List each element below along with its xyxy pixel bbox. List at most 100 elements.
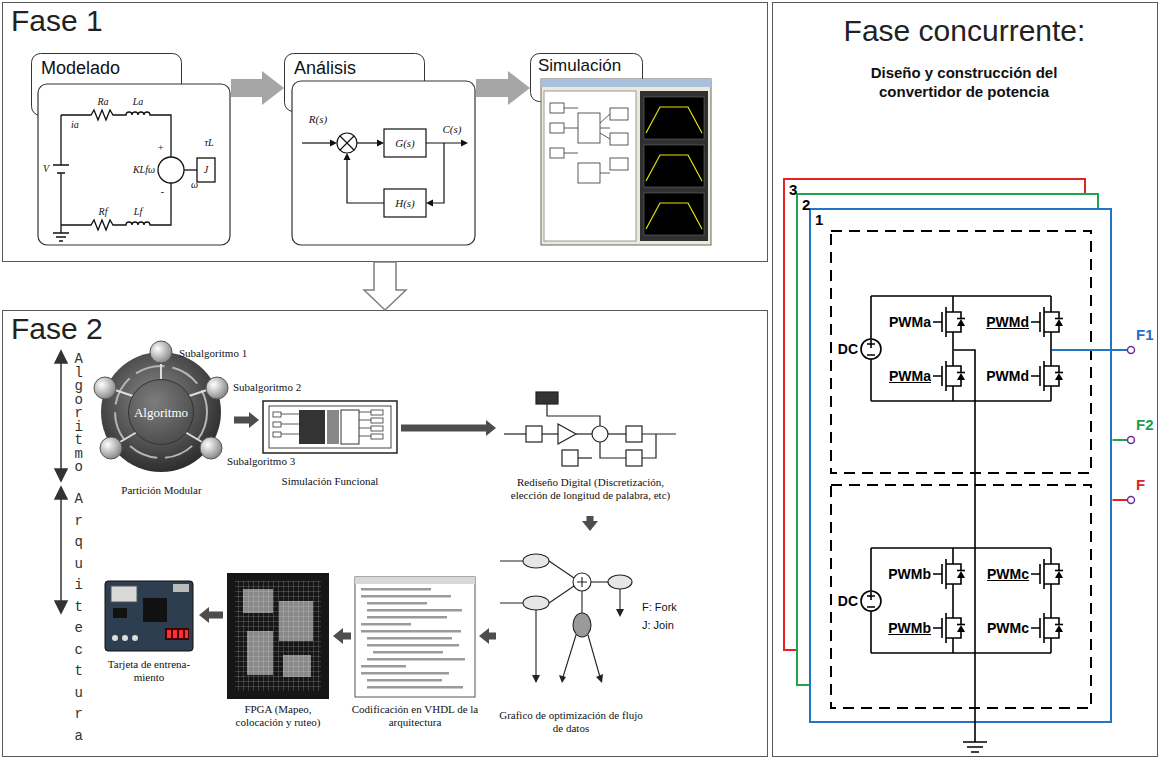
text-holder: Lf bbox=[134, 206, 142, 218]
vhdl-code-image bbox=[361, 623, 411, 626]
simulation-screenshot bbox=[610, 158, 628, 170]
text-holder: Rediseño Digital (Discretización, elecci… bbox=[503, 476, 678, 502]
gate-signal: PWMa bbox=[889, 314, 931, 330]
text-holder: PWMd bbox=[986, 314, 1029, 330]
output-wires bbox=[1128, 347, 1135, 354]
simulation-card: Simulación bbox=[530, 53, 712, 246]
text-holder: R(s) bbox=[309, 113, 327, 126]
simulation-screenshot bbox=[541, 79, 711, 245]
subalgorithm-label: Subalgoritmo 2 bbox=[233, 381, 301, 394]
fpga-layout-image bbox=[279, 601, 313, 641]
functional-simulation-image bbox=[327, 410, 339, 444]
dataflow-graph bbox=[532, 609, 624, 683]
gate-signal: PWMb bbox=[888, 620, 931, 636]
training-board-image bbox=[112, 635, 138, 641]
functional-simulation-image bbox=[273, 422, 281, 427]
block-diagram bbox=[357, 142, 378, 143]
node-title: 2 bbox=[802, 196, 810, 214]
training-board-image bbox=[143, 598, 167, 622]
text-holder: 2 bbox=[802, 196, 810, 214]
flow-arrow bbox=[364, 262, 406, 310]
simulation-screenshot bbox=[541, 79, 711, 87]
node-title: Codificación en VHDL de la arquitectura bbox=[351, 703, 479, 729]
dataflow-graph bbox=[591, 581, 608, 582]
text-holder: C(s) bbox=[443, 123, 462, 136]
motor-circuit bbox=[184, 169, 197, 170]
flow-arrow bbox=[401, 420, 496, 436]
dataflow-graph bbox=[549, 561, 574, 603]
text-holder: PWMb bbox=[888, 620, 931, 636]
text-holder: Fase concurrente: bbox=[773, 13, 1156, 48]
step-figure: Simulación Funcional bbox=[259, 399, 401, 495]
text-holder: Simulación bbox=[538, 55, 621, 76]
simulation-screenshot bbox=[610, 108, 628, 120]
simulation-screenshot bbox=[644, 193, 704, 235]
node-title: Algoritmo bbox=[134, 405, 188, 420]
signal-label: C(s) bbox=[443, 123, 462, 136]
text-holder: F bbox=[1136, 476, 1145, 493]
text-holder: Subalgoritmo 2 bbox=[233, 381, 301, 394]
training-board-image bbox=[105, 581, 193, 651]
h-bridge-circuit bbox=[861, 296, 1051, 653]
speed-label: ω bbox=[191, 179, 198, 191]
h-bridge-circuit bbox=[831, 485, 1091, 708]
text-holder: F: Fork bbox=[642, 601, 677, 614]
h-bridge-circuit bbox=[1031, 356, 1063, 396]
training-board-image bbox=[185, 630, 188, 638]
digital-redesign-image bbox=[642, 433, 676, 434]
step-figure: Codificación en VHDL de la arquitectura bbox=[351, 573, 479, 743]
emf-label: KLfω bbox=[133, 164, 155, 176]
dataflow-graph bbox=[523, 596, 549, 610]
output-wires bbox=[1128, 497, 1135, 504]
digital-redesign-image bbox=[504, 433, 526, 434]
flow-arrow bbox=[231, 71, 284, 105]
functional-simulation-image bbox=[263, 401, 397, 453]
partition-sphere bbox=[150, 341, 172, 363]
digital-redesign-image bbox=[542, 433, 558, 434]
text-holder: Subalgoritmo 3 bbox=[227, 455, 295, 468]
axis-label: Algoritmo bbox=[71, 353, 86, 475]
motor-circuit bbox=[53, 110, 215, 241]
fpga-layout-image bbox=[243, 589, 273, 613]
block-diagram bbox=[384, 129, 426, 157]
training-board-image bbox=[113, 608, 127, 618]
digital-redesign-image bbox=[626, 450, 642, 466]
motor-circuit bbox=[31, 53, 231, 246]
vhdl-code-image bbox=[361, 630, 461, 633]
dataflow-graph bbox=[608, 575, 632, 589]
node-title: Simulación Funcional bbox=[259, 475, 401, 488]
text-holder: Simulación Funcional bbox=[259, 475, 401, 488]
vhdl-code-image bbox=[367, 644, 459, 647]
axis-arrows bbox=[60, 361, 62, 471]
text-holder: J bbox=[204, 164, 208, 176]
current-label: ia bbox=[71, 119, 79, 131]
simulation-screenshot bbox=[610, 133, 628, 145]
text-holder: Fase 1 bbox=[11, 3, 103, 38]
text-holder: PWMc bbox=[987, 566, 1029, 582]
subalgorithm-label: Subalgoritmo 3 bbox=[227, 455, 295, 468]
component-label: Ra bbox=[97, 96, 108, 108]
vhdl-code-image bbox=[373, 651, 443, 654]
node-body: Diseño y construcción del convertidor de… bbox=[839, 63, 1089, 101]
flow-arrow bbox=[199, 607, 223, 623]
digital-redesign-image bbox=[536, 392, 558, 404]
node-title: Tarjeta de entrena- miento bbox=[99, 658, 199, 684]
fpga-layout-image bbox=[283, 655, 311, 677]
motor-circuit bbox=[53, 115, 69, 241]
vhdl-code-image bbox=[361, 665, 406, 668]
gate-signal: PWMd bbox=[986, 368, 1029, 384]
gate-signal: PWMb bbox=[888, 566, 931, 582]
vhdl-code-image bbox=[355, 577, 475, 697]
digital-redesign-image bbox=[526, 426, 542, 442]
text-holder: Codificación en VHDL de la arquitectura bbox=[351, 703, 479, 729]
text-holder: 3 bbox=[789, 181, 797, 199]
output-wires bbox=[1128, 437, 1135, 444]
functional-simulation-image bbox=[371, 434, 383, 439]
node-title: 1 bbox=[815, 211, 823, 229]
text-holder: PWMb bbox=[888, 566, 931, 582]
axis-label: Arquitectura bbox=[71, 489, 86, 747]
text-holder: F1 bbox=[1136, 326, 1154, 343]
node-title: Modelado bbox=[41, 57, 120, 79]
gate-signal: PWMd bbox=[986, 314, 1029, 330]
